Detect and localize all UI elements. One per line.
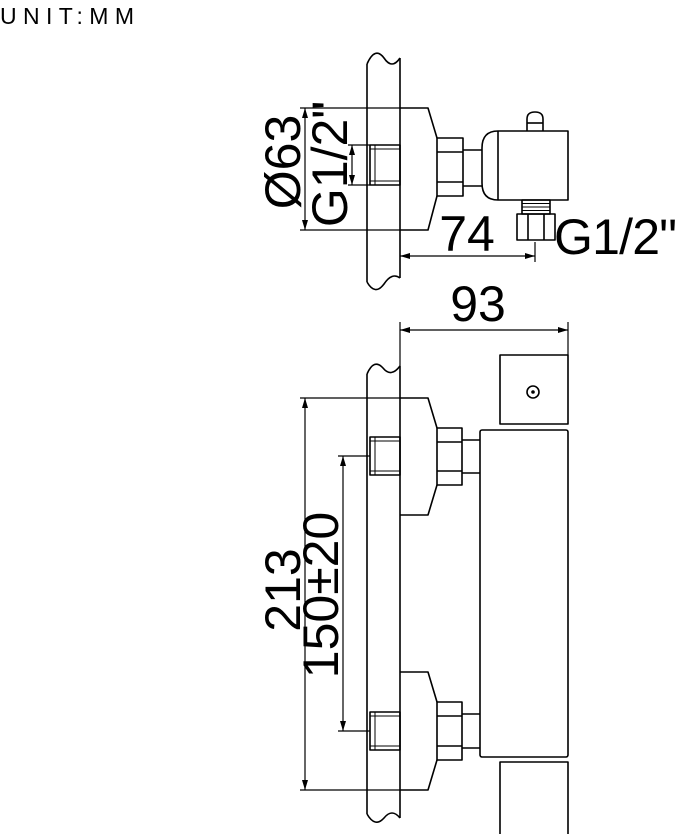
dimension-label: 74 bbox=[439, 206, 495, 262]
neck-upper bbox=[462, 439, 480, 474]
dim-inlet-centers: 150±20 bbox=[293, 455, 370, 732]
dimension-label: 150±20 bbox=[293, 512, 349, 678]
wall-break-top bbox=[366, 363, 401, 375]
hex-nut-outline bbox=[436, 137, 464, 197]
dimension-label: 213 bbox=[255, 548, 311, 631]
front-view: 93 bbox=[255, 276, 569, 834]
wall-break-bottom bbox=[366, 812, 401, 823]
hex-nut-upper bbox=[436, 427, 463, 486]
hex-nut-outline bbox=[436, 427, 463, 486]
dim-outlet-offset: 74 bbox=[400, 206, 536, 262]
valve-body-front bbox=[479, 354, 569, 834]
extension-line bbox=[300, 397, 400, 791]
knob-outline bbox=[526, 111, 544, 131]
hex-nut-outline bbox=[436, 701, 463, 761]
outlet-nut-faces bbox=[527, 214, 545, 240]
hex-nut-lower bbox=[436, 701, 463, 761]
dim-body-depth: 93 bbox=[399, 276, 569, 366]
inlet-pipe-body bbox=[369, 144, 401, 186]
valve-body-top bbox=[481, 111, 569, 201]
top-cap bbox=[499, 354, 569, 425]
bottom-cap bbox=[499, 761, 569, 834]
hex-nut-top bbox=[436, 137, 464, 197]
dim-overall-height: 213 bbox=[255, 397, 400, 791]
top-view: Ø63 G1/2" 74 G1/2" bbox=[255, 52, 677, 291]
valve-body-rounded-end bbox=[481, 130, 499, 201]
neck-lower bbox=[462, 713, 480, 749]
outlet-thread-label: G1/2" bbox=[554, 209, 677, 265]
dimension-label: 93 bbox=[450, 276, 506, 332]
escutcheon-top bbox=[400, 107, 438, 231]
dimension-label: G1/2" bbox=[302, 101, 358, 227]
inlet-thread-lines bbox=[370, 712, 400, 750]
wall-break-bottom bbox=[366, 275, 401, 291]
main-body bbox=[479, 429, 569, 758]
inlet-thread-lines bbox=[370, 437, 400, 475]
hex-nut-faces bbox=[437, 441, 462, 472]
outlet-thread-lines bbox=[522, 203, 550, 211]
dimension-label: Ø63 bbox=[255, 115, 311, 210]
escutcheon-lower bbox=[400, 671, 438, 791]
inlet-pipe-top bbox=[369, 144, 401, 186]
knob-screw-icon bbox=[526, 385, 540, 399]
escutcheon-upper bbox=[400, 397, 438, 516]
outlet-fitting-top bbox=[516, 199, 556, 241]
neck-top bbox=[463, 149, 482, 187]
extension-line bbox=[300, 107, 400, 231]
dim-escutcheon-diameter: Ø63 bbox=[255, 107, 400, 231]
outlet-nut bbox=[516, 213, 556, 241]
hex-nut-faces bbox=[437, 151, 463, 183]
wall-break-top bbox=[366, 52, 401, 65]
dim-inlet-thread: G1/2" bbox=[302, 101, 370, 227]
hex-nut-faces bbox=[437, 715, 462, 747]
inlet-thread-lines bbox=[370, 145, 400, 185]
knob-screw-dot bbox=[531, 390, 535, 394]
